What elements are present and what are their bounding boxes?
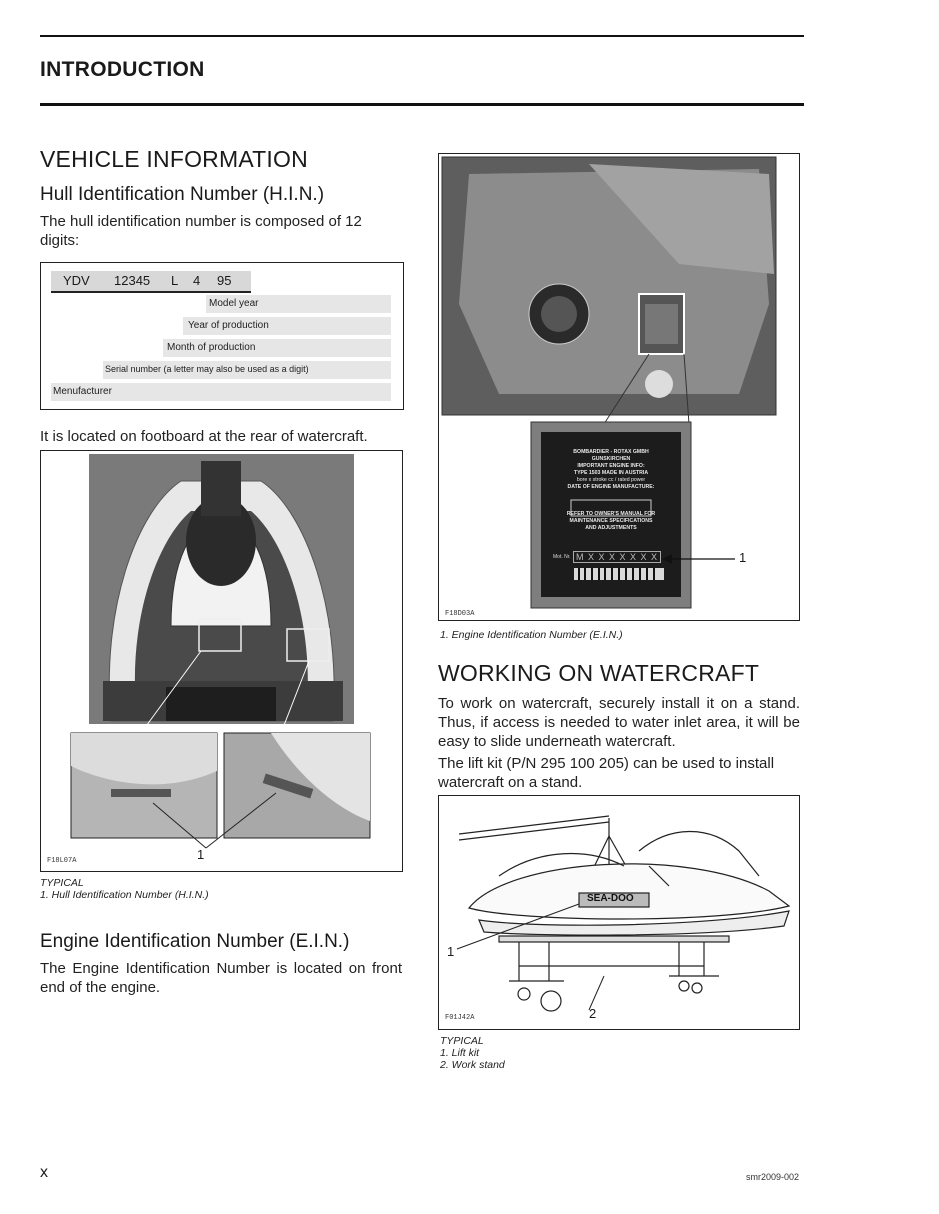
hin-row-manufacturer: Menufacturer: [51, 383, 391, 401]
ein-heading: Engine Identification Number (E.I.N.): [40, 931, 350, 952]
engine-fig-caption: 1. Engine Identification Number (E.I.N.): [440, 629, 623, 641]
lift-kit-caption-2: 2. Work stand: [440, 1059, 505, 1071]
document-code: smr2009-002: [746, 1172, 800, 1182]
engine-fig-callout-1: 1: [739, 550, 747, 565]
hin-code-model: 95: [217, 273, 232, 288]
hin-row-month-production: Month of production: [163, 339, 391, 357]
lift-kit-fig-id: F01J42A: [445, 1014, 475, 1022]
hin-row-year-production: Year of production: [183, 317, 391, 335]
lift-kit-callout-2: 2: [589, 1006, 597, 1021]
engine-plate-text: BOMBARDIER - ROTAX GMBH GUNSKIRCHEN IMPO…: [566, 449, 656, 531]
hin-heading: Hull Identification Number (H.I.N.): [40, 184, 325, 205]
fig1-id: F18L07A: [47, 857, 77, 865]
hin-diagram: YDV 12345 L 4 95 Model year Year of prod…: [40, 262, 404, 410]
hin-row-model-year: Model year: [206, 295, 391, 313]
hin-code-month: L: [171, 273, 179, 288]
engine-plate-mot-label: Mot. Nr.: [553, 554, 571, 560]
lift-kit-figure: SEA-DOO 1 2 F01J42A: [438, 795, 800, 1030]
hin-code-manufacturer: YDV: [63, 273, 90, 288]
fig1-typical: TYPICAL: [40, 877, 84, 889]
page-section-title: INTRODUCTION: [40, 58, 205, 81]
watercraft-rear-photo: [70, 454, 371, 849]
fig1-callout-1: 1: [197, 847, 205, 862]
working-on-watercraft-heading: WORKING ON WATERCRAFT: [438, 660, 760, 686]
hin-location-text: It is located on footboard at the rear o…: [40, 428, 368, 445]
hin-location-figure: 1 F18L07A: [40, 450, 403, 872]
lift-kit-typical: TYPICAL: [440, 1035, 484, 1047]
engine-plate-serial: M X X X X X X X: [573, 551, 662, 563]
hin-code-year: 4: [193, 273, 201, 288]
working-paragraph-1: To work on watercraft, securely install …: [438, 695, 800, 750]
lift-kit-drawing: [456, 815, 791, 1012]
hin-code-underline: [51, 291, 251, 293]
engine-fig-id: F18D03A: [445, 610, 475, 618]
vehicle-information-heading: VEHICLE INFORMATION: [40, 146, 308, 172]
working-paragraph-2: The lift kit (P/N 295 100 205) can be us…: [438, 755, 775, 791]
lift-kit-caption-1: 1. Lift kit: [440, 1047, 480, 1059]
page-number: x: [40, 1164, 48, 1181]
engine-figure: BOMBARDIER - ROTAX GMBH GUNSKIRCHEN IMPO…: [438, 153, 800, 621]
hin-description: The hull identification number is compos…: [40, 213, 362, 249]
header-bottom-rule: [40, 103, 804, 106]
ein-description: The Engine Identification Number is loca…: [40, 960, 402, 996]
lift-kit-brand-label: SEA-DOO: [587, 893, 634, 904]
lift-kit-callout-1: 1: [447, 944, 455, 959]
hin-code-serial: 12345: [114, 273, 151, 288]
engine-photo: [441, 156, 777, 609]
hin-row-serial-number: Serial number (a letter may also be used…: [103, 361, 391, 379]
fig1-caption: 1. Hull Identification Number (H.I.N.): [40, 889, 209, 901]
top-rule: [40, 35, 804, 37]
hin-code-bar: [51, 271, 251, 291]
